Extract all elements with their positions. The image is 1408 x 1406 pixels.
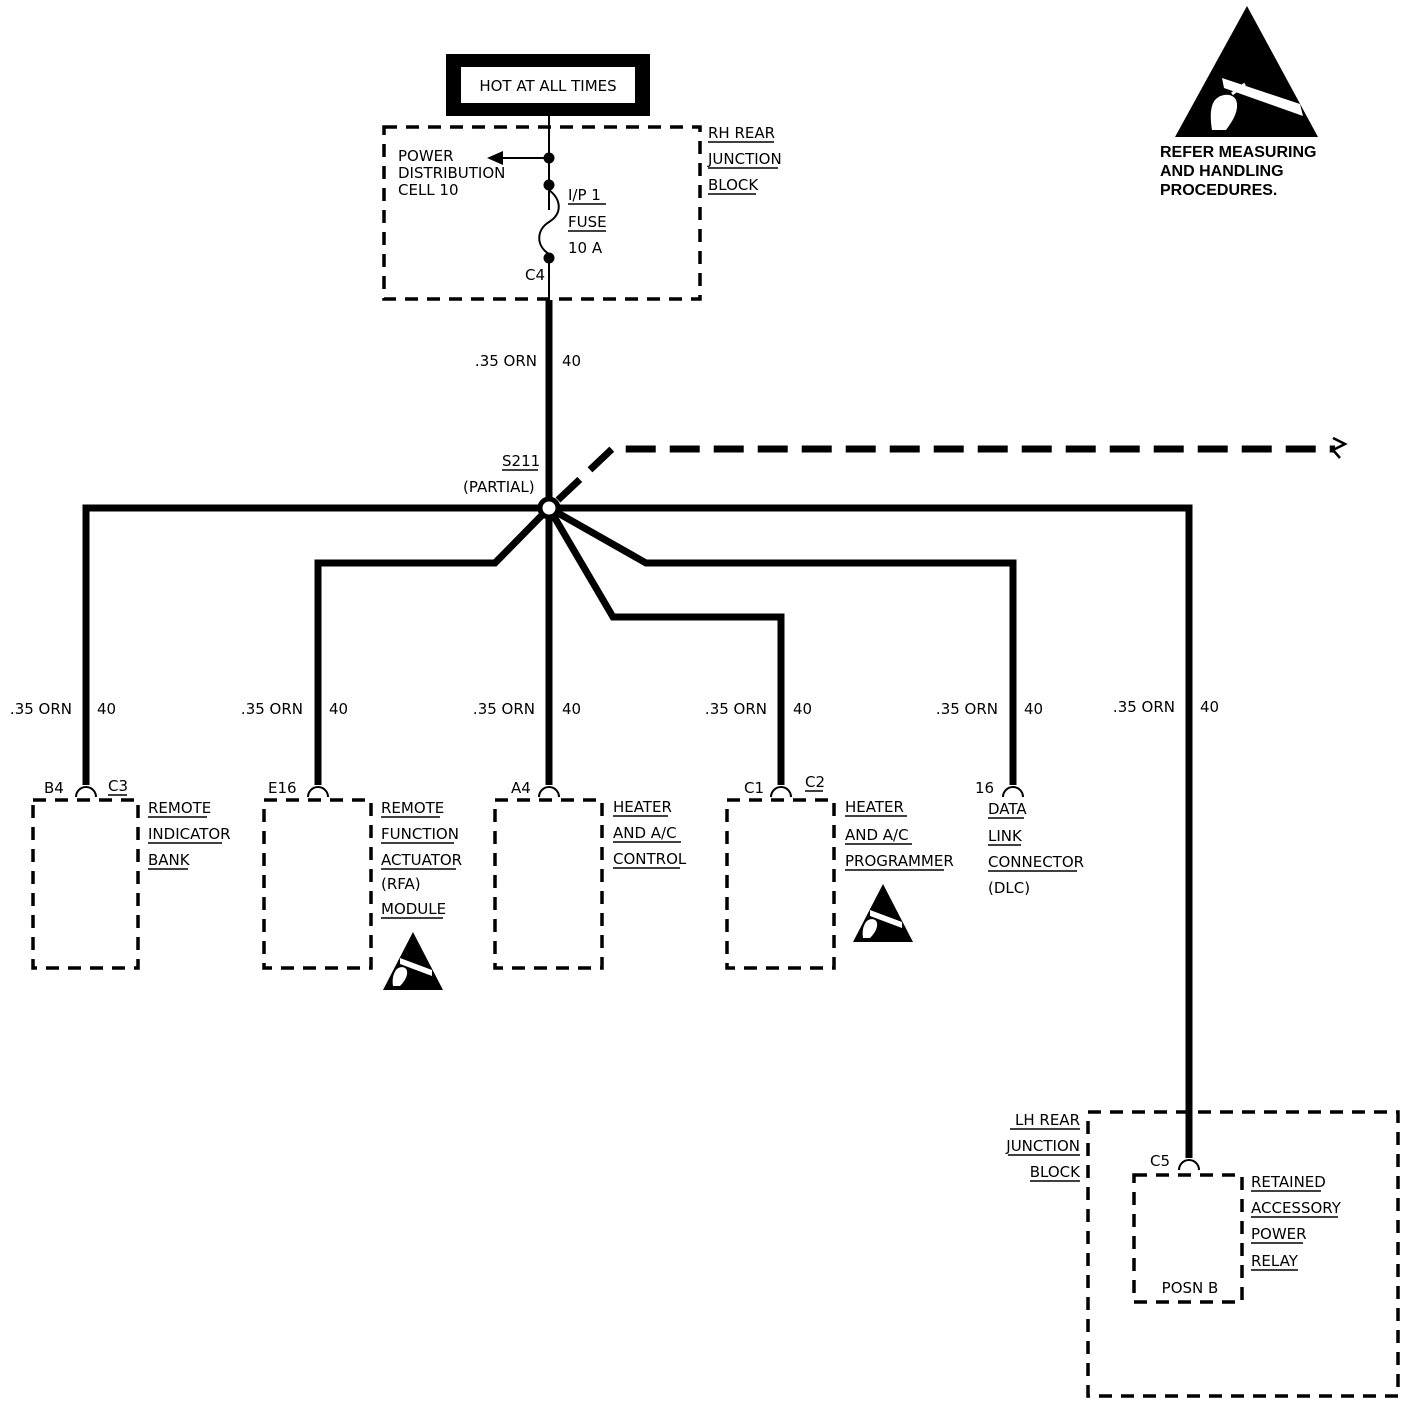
module-name-line: DATA <box>988 800 1027 818</box>
power-dist-line1: POWER <box>398 147 454 165</box>
module-name-line: LINK <box>988 827 1023 845</box>
connector-terminal <box>307 786 329 798</box>
branch-wires <box>82 504 1193 1158</box>
module-name-line: REMOTE <box>381 799 444 817</box>
power-dist-line3: CELL 10 <box>398 181 459 199</box>
rh-rear-junction-block: POWER DISTRIBUTION CELL 10 I/P 1 FUSE 10… <box>382 116 782 301</box>
module-name-line: ACCESSORY <box>1251 1199 1342 1217</box>
module-name-line: RETAINED <box>1251 1173 1326 1191</box>
module-name-line: ACTUATOR <box>381 851 462 869</box>
esd-warning-icon <box>383 932 443 990</box>
c4-connector-label: C4 <box>525 266 545 284</box>
lh-junction-name-3: BLOCK <box>1030 1163 1081 1181</box>
module-name-line: PROGRAMMER <box>845 852 954 870</box>
connector-label: C2 <box>805 773 825 791</box>
module-name-line: INDICATOR <box>148 825 231 843</box>
relay-position: POSN B <box>1162 1279 1219 1297</box>
module-name-line: BANK <box>148 851 191 869</box>
remote-indicator-bank: B4 C3 REMOTE INDICATOR BANK <box>31 777 231 970</box>
pin-label: B4 <box>44 779 64 797</box>
rh-junction-name-2: JUNCTION <box>707 150 782 168</box>
esd-notice: REFER MEASURING AND HANDLING PROCEDURES. <box>1160 6 1318 199</box>
wire-circuit: 40 <box>1200 698 1219 716</box>
connector-terminal <box>1178 1159 1200 1171</box>
splice-node <box>537 496 561 520</box>
retained-accessory-power-relay: C5 POSN B RETAINED ACCESSORY POWER RELAY <box>1132 1152 1342 1304</box>
splice-note: (PARTIAL) <box>463 478 535 496</box>
main-feed-gauge: .35 ORN <box>475 352 537 370</box>
esd-warning-icon <box>1175 6 1318 137</box>
connector-terminal <box>75 786 97 798</box>
splice-s211: S211 (PARTIAL) <box>463 436 1348 503</box>
wire-gauge: .35 ORN <box>241 700 303 718</box>
connector-terminal <box>1002 786 1024 798</box>
wire-labels: .35 ORN 40 .35 ORN 40 .35 ORN 40 .35 ORN… <box>10 698 1219 718</box>
rh-junction-name-3: BLOCK <box>708 176 759 194</box>
hot-at-all-times-box: HOT AT ALL TIMES <box>446 54 650 116</box>
module-name-line: HEATER <box>845 798 904 816</box>
power-dist-line2: DISTRIBUTION <box>398 164 505 182</box>
esd-notice-line1: REFER MEASURING <box>1160 144 1316 161</box>
module-name-line: AND A/C <box>845 826 909 844</box>
module-name-line: AND A/C <box>613 824 677 842</box>
heater-ac-programmer: C1 C2 HEATER AND A/C PROGRAMMER <box>725 773 954 970</box>
pin-label: C5 <box>1150 1152 1170 1170</box>
wire-circuit: 40 <box>97 700 116 718</box>
wire-gauge: .35 ORN <box>10 700 72 718</box>
connector-terminal <box>538 786 560 798</box>
module-name-line: (DLC) <box>988 879 1030 897</box>
lh-junction-name-1: LH REAR <box>1015 1111 1080 1129</box>
lh-junction-name-2: JUNCTION <box>1005 1137 1080 1155</box>
pin-label: C1 <box>744 779 764 797</box>
data-link-connector: 16 DATA LINK CONNECTOR (DLC) <box>975 779 1084 897</box>
wire-gauge: .35 ORN <box>705 700 767 718</box>
lh-rear-junction-block: LH REAR JUNCTION BLOCK C5 POSN B RETAINE… <box>1005 1110 1400 1398</box>
main-feed-circuit: 40 <box>562 352 581 370</box>
wire-circuit: 40 <box>329 700 348 718</box>
pin-label: E16 <box>268 779 297 797</box>
pin-label: A4 <box>511 779 531 797</box>
remote-function-actuator-module: E16 REMOTE FUNCTION ACTUATOR (RFA) MODUL… <box>262 779 462 990</box>
module-name-line: REMOTE <box>148 799 211 817</box>
module-name-line: FUNCTION <box>381 825 459 843</box>
connector-terminal <box>770 786 792 798</box>
module-name-line: RELAY <box>1251 1252 1299 1270</box>
hot-label: HOT AT ALL TIMES <box>479 77 616 95</box>
fuse-label: FUSE <box>568 213 607 231</box>
wire-gauge: .35 ORN <box>936 700 998 718</box>
wire-circuit: 40 <box>562 700 581 718</box>
esd-notice-line2: AND HANDLING <box>1160 163 1284 180</box>
module-name-line: POWER <box>1251 1225 1307 1243</box>
wire-gauge: .35 ORN <box>1113 698 1175 716</box>
module-name-line: CONNECTOR <box>988 853 1084 871</box>
arrow-left-icon <box>487 151 503 165</box>
module-name-line: MODULE <box>381 900 446 918</box>
wire-circuit: 40 <box>793 700 812 718</box>
rh-junction-name-1: RH REAR <box>708 124 775 142</box>
module-name-line: HEATER <box>613 798 672 816</box>
wire-gauge: .35 ORN <box>473 700 535 718</box>
break-symbol-icon <box>1330 436 1348 459</box>
esd-notice-line3: PROCEDURES. <box>1160 182 1277 199</box>
module-name-line: (RFA) <box>381 875 421 893</box>
esd-warning-icon <box>853 884 913 942</box>
splice-id: S211 <box>502 452 540 470</box>
main-feed-wire: .35 ORN 40 <box>475 300 581 500</box>
fuse-icon <box>538 189 560 255</box>
module-name-line: CONTROL <box>613 850 687 868</box>
pin-label: 16 <box>975 779 994 797</box>
heater-ac-control: A4 HEATER AND A/C CONTROL <box>493 779 687 970</box>
wire-circuit: 40 <box>1024 700 1043 718</box>
connector-label: C3 <box>108 777 128 795</box>
fuse-name: I/P 1 <box>568 186 601 204</box>
fuse-rating: 10 A <box>568 239 603 257</box>
